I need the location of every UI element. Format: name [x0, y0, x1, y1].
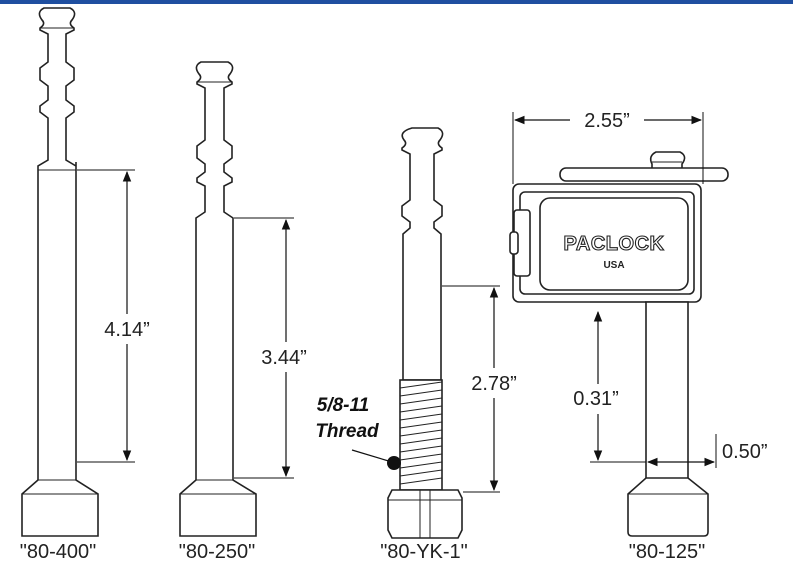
part-label-80-125: "80-125" — [629, 541, 705, 563]
bolt-80-yk-1 — [387, 127, 463, 539]
dimension-2-55: 2.55” — [512, 106, 704, 184]
dimension-label-3-44: 3.44” — [261, 347, 307, 369]
hex-nut — [387, 489, 463, 539]
dimension-2-78: 2.78” — [442, 285, 528, 493]
dimension-0-50: 0.50” — [646, 434, 768, 468]
bolt-80-250 — [179, 61, 257, 537]
dimension-4-14: 4.14” — [77, 169, 158, 463]
dimension-label-2-55: 2.55” — [584, 110, 630, 132]
dimension-label-4-14: 4.14” — [104, 319, 150, 341]
brand-name: PACLOCK — [564, 233, 665, 255]
dimension-label-0-31: 0.31” — [573, 388, 619, 410]
lock-face-plate — [539, 197, 689, 291]
thread-label-line-2: Thread — [315, 421, 379, 442]
dimension-3-44: 3.44” — [234, 217, 318, 479]
part-label-80-250: "80-250" — [179, 541, 255, 563]
dimension-0-31: 0.31” — [560, 301, 646, 463]
thread-callout: 5/8-11 Thread — [315, 395, 401, 470]
dimension-label-2-78: 2.78” — [471, 373, 517, 395]
lock-80-125: PACLOCK USA — [509, 151, 729, 537]
top-accent-bar — [0, 0, 793, 4]
part-label-80-yk-1: "80-YK-1" — [380, 541, 468, 563]
thread-hatching — [399, 381, 443, 485]
dimension-label-0-50: 0.50” — [722, 441, 768, 463]
bolt-80-400 — [21, 7, 99, 537]
brand-subtitle: USA — [603, 260, 624, 271]
part-label-80-400: "80-400" — [20, 541, 96, 563]
thread-label-line-1: 5/8-11 — [317, 395, 369, 416]
